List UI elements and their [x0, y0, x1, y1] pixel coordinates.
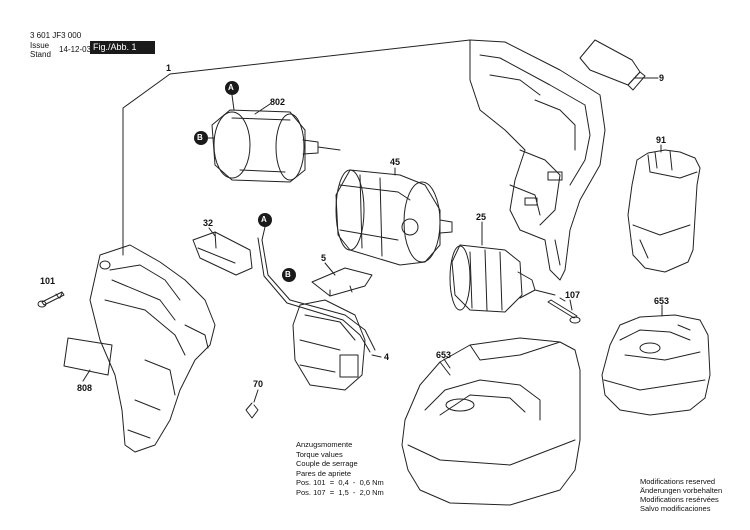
part-label-1: 1 — [166, 63, 172, 73]
badge-b-switch-letter: B — [285, 270, 291, 279]
part-label-653-small: 653 — [654, 296, 670, 306]
mod-de: Änderungen vorbehalten — [640, 486, 723, 495]
part-label-91: 91 — [656, 135, 667, 145]
badge-b-switch — [282, 268, 296, 282]
part-label-5: 5 — [321, 253, 327, 263]
chuck-25 — [449, 244, 556, 313]
mod-en: Modifications reserved — [640, 477, 716, 486]
torque-values-block: Anzugsmomente Torque values Couple de se… — [296, 440, 384, 497]
torque-title-es: Pares de apriete — [296, 468, 352, 478]
part-label-32: 32 — [203, 218, 214, 228]
leader-1 — [122, 39, 471, 256]
housing-half-left — [89, 244, 216, 453]
charger-653-large — [401, 337, 581, 506]
issue-label: Issue — [30, 41, 50, 50]
part-label-802: 802 — [270, 97, 286, 107]
cover-5 — [311, 267, 373, 297]
cover-9 — [579, 39, 659, 91]
badge-a-switch-letter: A — [261, 215, 267, 224]
part-label-101: 101 — [40, 276, 56, 286]
badge-a-switch — [258, 213, 272, 241]
part-label-70: 70 — [253, 379, 264, 389]
part-label-808: 808 — [77, 383, 93, 393]
badge-b-motor — [194, 131, 208, 145]
cover-32 — [192, 231, 253, 276]
torque-pos-101: Pos. 101 = 0,4 - 0,6 Nm — [296, 478, 384, 487]
issue-date: 14-12-03 — [59, 45, 92, 54]
mod-fr: Modifications resérvées — [640, 495, 719, 504]
badge-b-motor-letter: B — [197, 133, 203, 142]
modifications-notice: Modifications reserved Änderungen vorbeh… — [640, 477, 722, 513]
motor-802 — [204, 109, 341, 183]
torque-title-en: Torque values — [296, 449, 343, 459]
stand-label: Stand — [30, 50, 51, 59]
part-label-107: 107 — [565, 290, 581, 300]
housing-half-right — [469, 39, 606, 281]
torque-title-de: Anzugsmomente — [296, 440, 353, 449]
switch-4 — [257, 237, 382, 391]
part-label-25: 25 — [476, 212, 487, 222]
torque-pos-107: Pos. 107 = 1,5 - 2,0 Nm — [296, 487, 384, 497]
label-808 — [63, 337, 113, 376]
charger-653-small — [601, 314, 711, 416]
part-label-45: 45 — [390, 157, 401, 167]
mod-es: Salvo modificaciones — [640, 504, 711, 513]
spring-70 — [245, 402, 259, 419]
battery-91 — [627, 144, 701, 273]
part-label-653-large: 653 — [436, 350, 452, 360]
badge-a-motor — [225, 81, 239, 111]
torque-title-fr: Couple de serrage — [296, 459, 358, 468]
badge-a-motor-letter: A — [228, 83, 234, 92]
figure-label: Fig./Abb. 1 — [90, 41, 155, 54]
screw-107 — [547, 297, 581, 324]
gearbox-45 — [335, 169, 453, 266]
part-label-4: 4 — [384, 352, 390, 362]
part-label-9: 9 — [659, 73, 665, 83]
leader-lines — [59, 103, 663, 403]
part-number: 3 601 JF3 000 — [30, 31, 82, 40]
screw-101 — [37, 291, 65, 308]
